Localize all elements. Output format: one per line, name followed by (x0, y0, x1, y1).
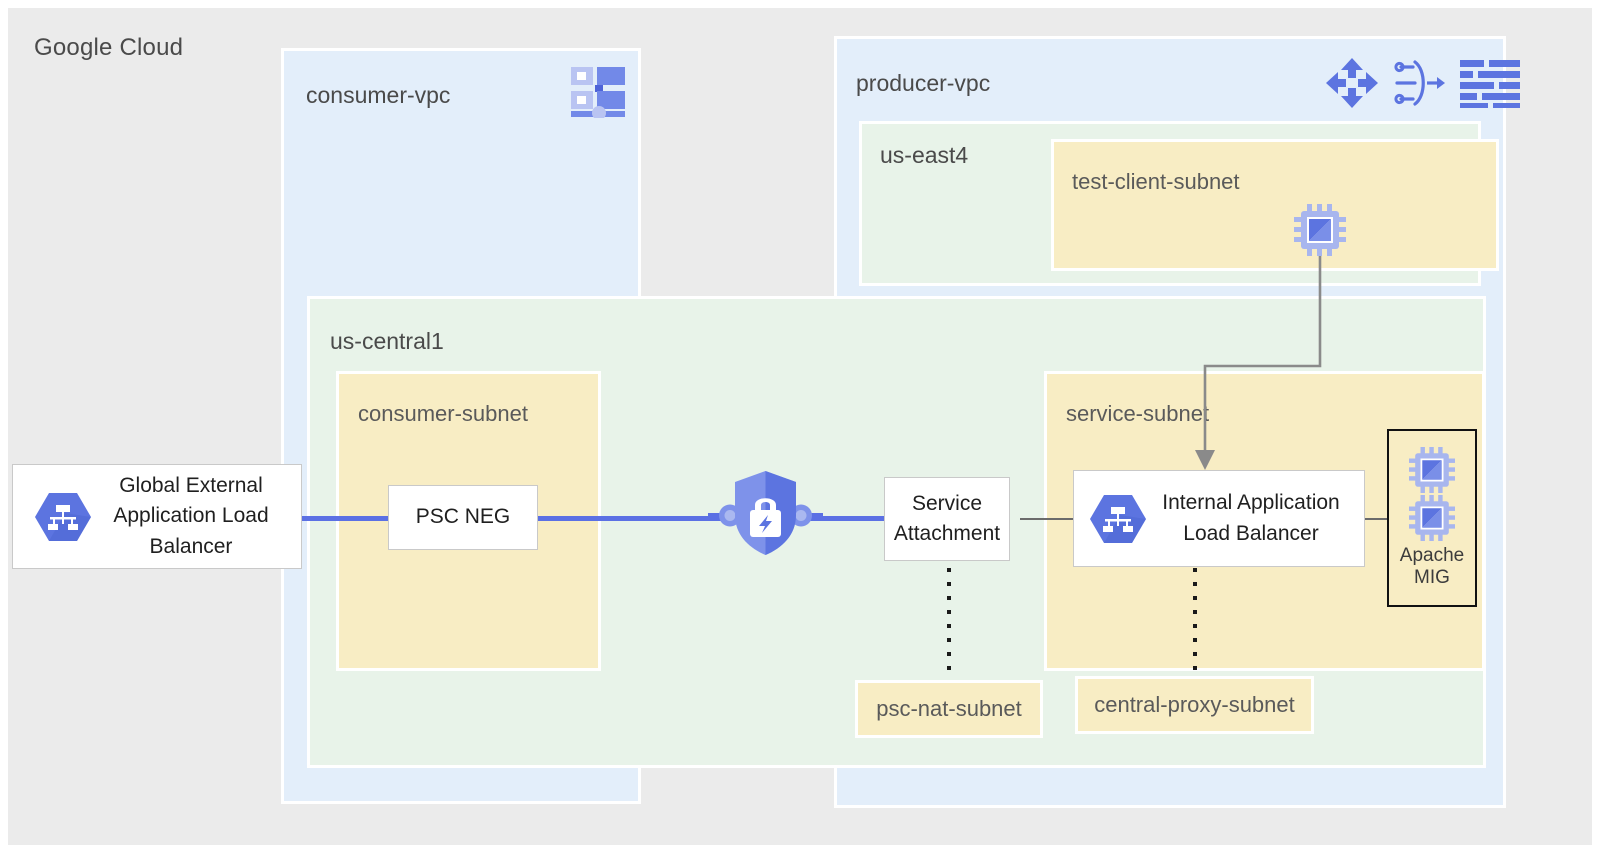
connector-psc-to-service-attachment (798, 516, 886, 521)
node-service-attachment[interactable]: Service Attachment (884, 477, 1010, 561)
subnet-psc-nat-subnet: psc-nat-subnet (855, 680, 1043, 738)
vm-instance-icon-mig-2 (1409, 495, 1455, 542)
service-subnet-label: service-subnet (1066, 401, 1210, 426)
subnet-list-icon (1460, 60, 1520, 108)
subnet-consumer-subnet (336, 371, 601, 671)
internal-alb-text: Internal Application Load Balancer (1074, 488, 1364, 549)
page-title: Google Cloud (34, 34, 184, 61)
node-psc-neg[interactable]: PSC NEG (388, 485, 538, 550)
psc-nat-subnet-label: psc-nat-subnet (876, 696, 1022, 721)
vm-instance-icon-mig-1 (1409, 447, 1455, 494)
node-apache-mig[interactable]: Apache MIG (1387, 429, 1477, 607)
service-attachment-line2: Attachment (893, 522, 1001, 545)
psc-shield-lock-icon (708, 463, 823, 573)
global-external-alb-text: Global External Application Load Balance… (13, 471, 301, 562)
node-internal-alb[interactable]: Internal Application Load Balancer (1073, 470, 1365, 567)
connector-ilb-to-central-proxy (1193, 568, 1197, 678)
consumer-subnet-label: consumer-subnet (358, 401, 528, 426)
load-balancer-icon-internal (1090, 493, 1146, 545)
global-external-alb-line3: Balancer (149, 534, 233, 558)
apache-mig-text: Apache MIG (1400, 545, 1464, 589)
connector-extlb-to-pscneg (296, 516, 396, 521)
psc-neg-label: PSC NEG (415, 505, 511, 529)
service-attachment-icon (1393, 58, 1447, 108)
consumer-vpc-label: consumer-vpc (306, 82, 451, 108)
node-global-external-alb[interactable]: Global External Application Load Balance… (12, 464, 302, 569)
global-external-alb-line1: Global External (119, 473, 263, 497)
us-east4-label: us-east4 (880, 142, 969, 168)
vm-instance-icon-test-client (1294, 204, 1346, 256)
producer-vpc-label: producer-vpc (856, 70, 991, 96)
us-central1-label: us-central1 (330, 328, 444, 354)
internal-alb-line1: Internal Application (1162, 491, 1340, 515)
vpc-network-icon (569, 66, 627, 120)
service-attachment-line1: Service (911, 491, 983, 515)
traffic-director-icon (1325, 57, 1379, 109)
subnet-central-proxy-subnet: central-proxy-subnet (1075, 676, 1314, 734)
connector-service-attachment-to-ilb (1020, 518, 1080, 520)
test-client-subnet-label: test-client-subnet (1072, 169, 1240, 194)
service-attachment-text: Service Attachment (885, 489, 1009, 550)
global-external-alb-line2: Application Load (113, 504, 269, 528)
apache-mig-line1: Apache (1399, 545, 1465, 567)
subnet-test-client-subnet (1051, 139, 1499, 271)
apache-mig-line2: MIG (1414, 567, 1450, 588)
internal-alb-line2: Load Balancer (1183, 521, 1319, 545)
connector-service-attachment-to-psc-nat (947, 568, 951, 680)
central-proxy-subnet-label: central-proxy-subnet (1094, 692, 1295, 717)
diagram-canvas: Google Cloud consumer-vpc producer-vpc (8, 8, 1592, 845)
load-balancer-icon (35, 491, 91, 543)
connector-pscneg-to-psc (533, 516, 748, 521)
